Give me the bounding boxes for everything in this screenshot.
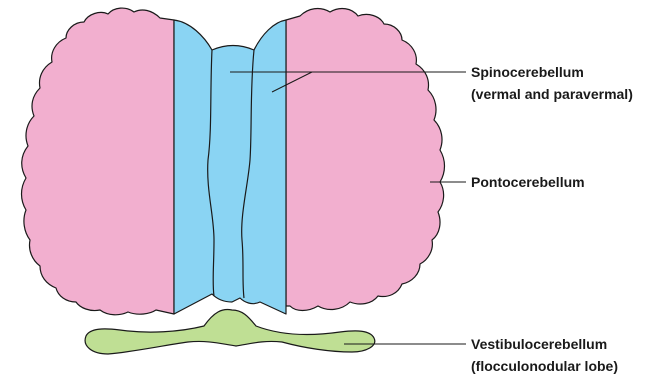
vestibulocerebellum-sublabel: (flocculonodular lobe) <box>471 358 618 374</box>
vestibulocerebellum-label: Vestibulocerebellum <box>471 336 607 352</box>
spinocerebellum-label: Spinocerebellum <box>471 64 584 80</box>
spinocerebellum-region <box>174 20 286 314</box>
right-hemisphere-pontocerebellum <box>286 9 445 311</box>
spinocerebellum-sublabel: (vermal and paravermal) <box>471 86 633 102</box>
vestibulocerebellum-region <box>85 310 375 354</box>
pontocerebellum-label: Pontocerebellum <box>471 174 585 190</box>
left-hemisphere-pontocerebellum <box>22 8 175 315</box>
